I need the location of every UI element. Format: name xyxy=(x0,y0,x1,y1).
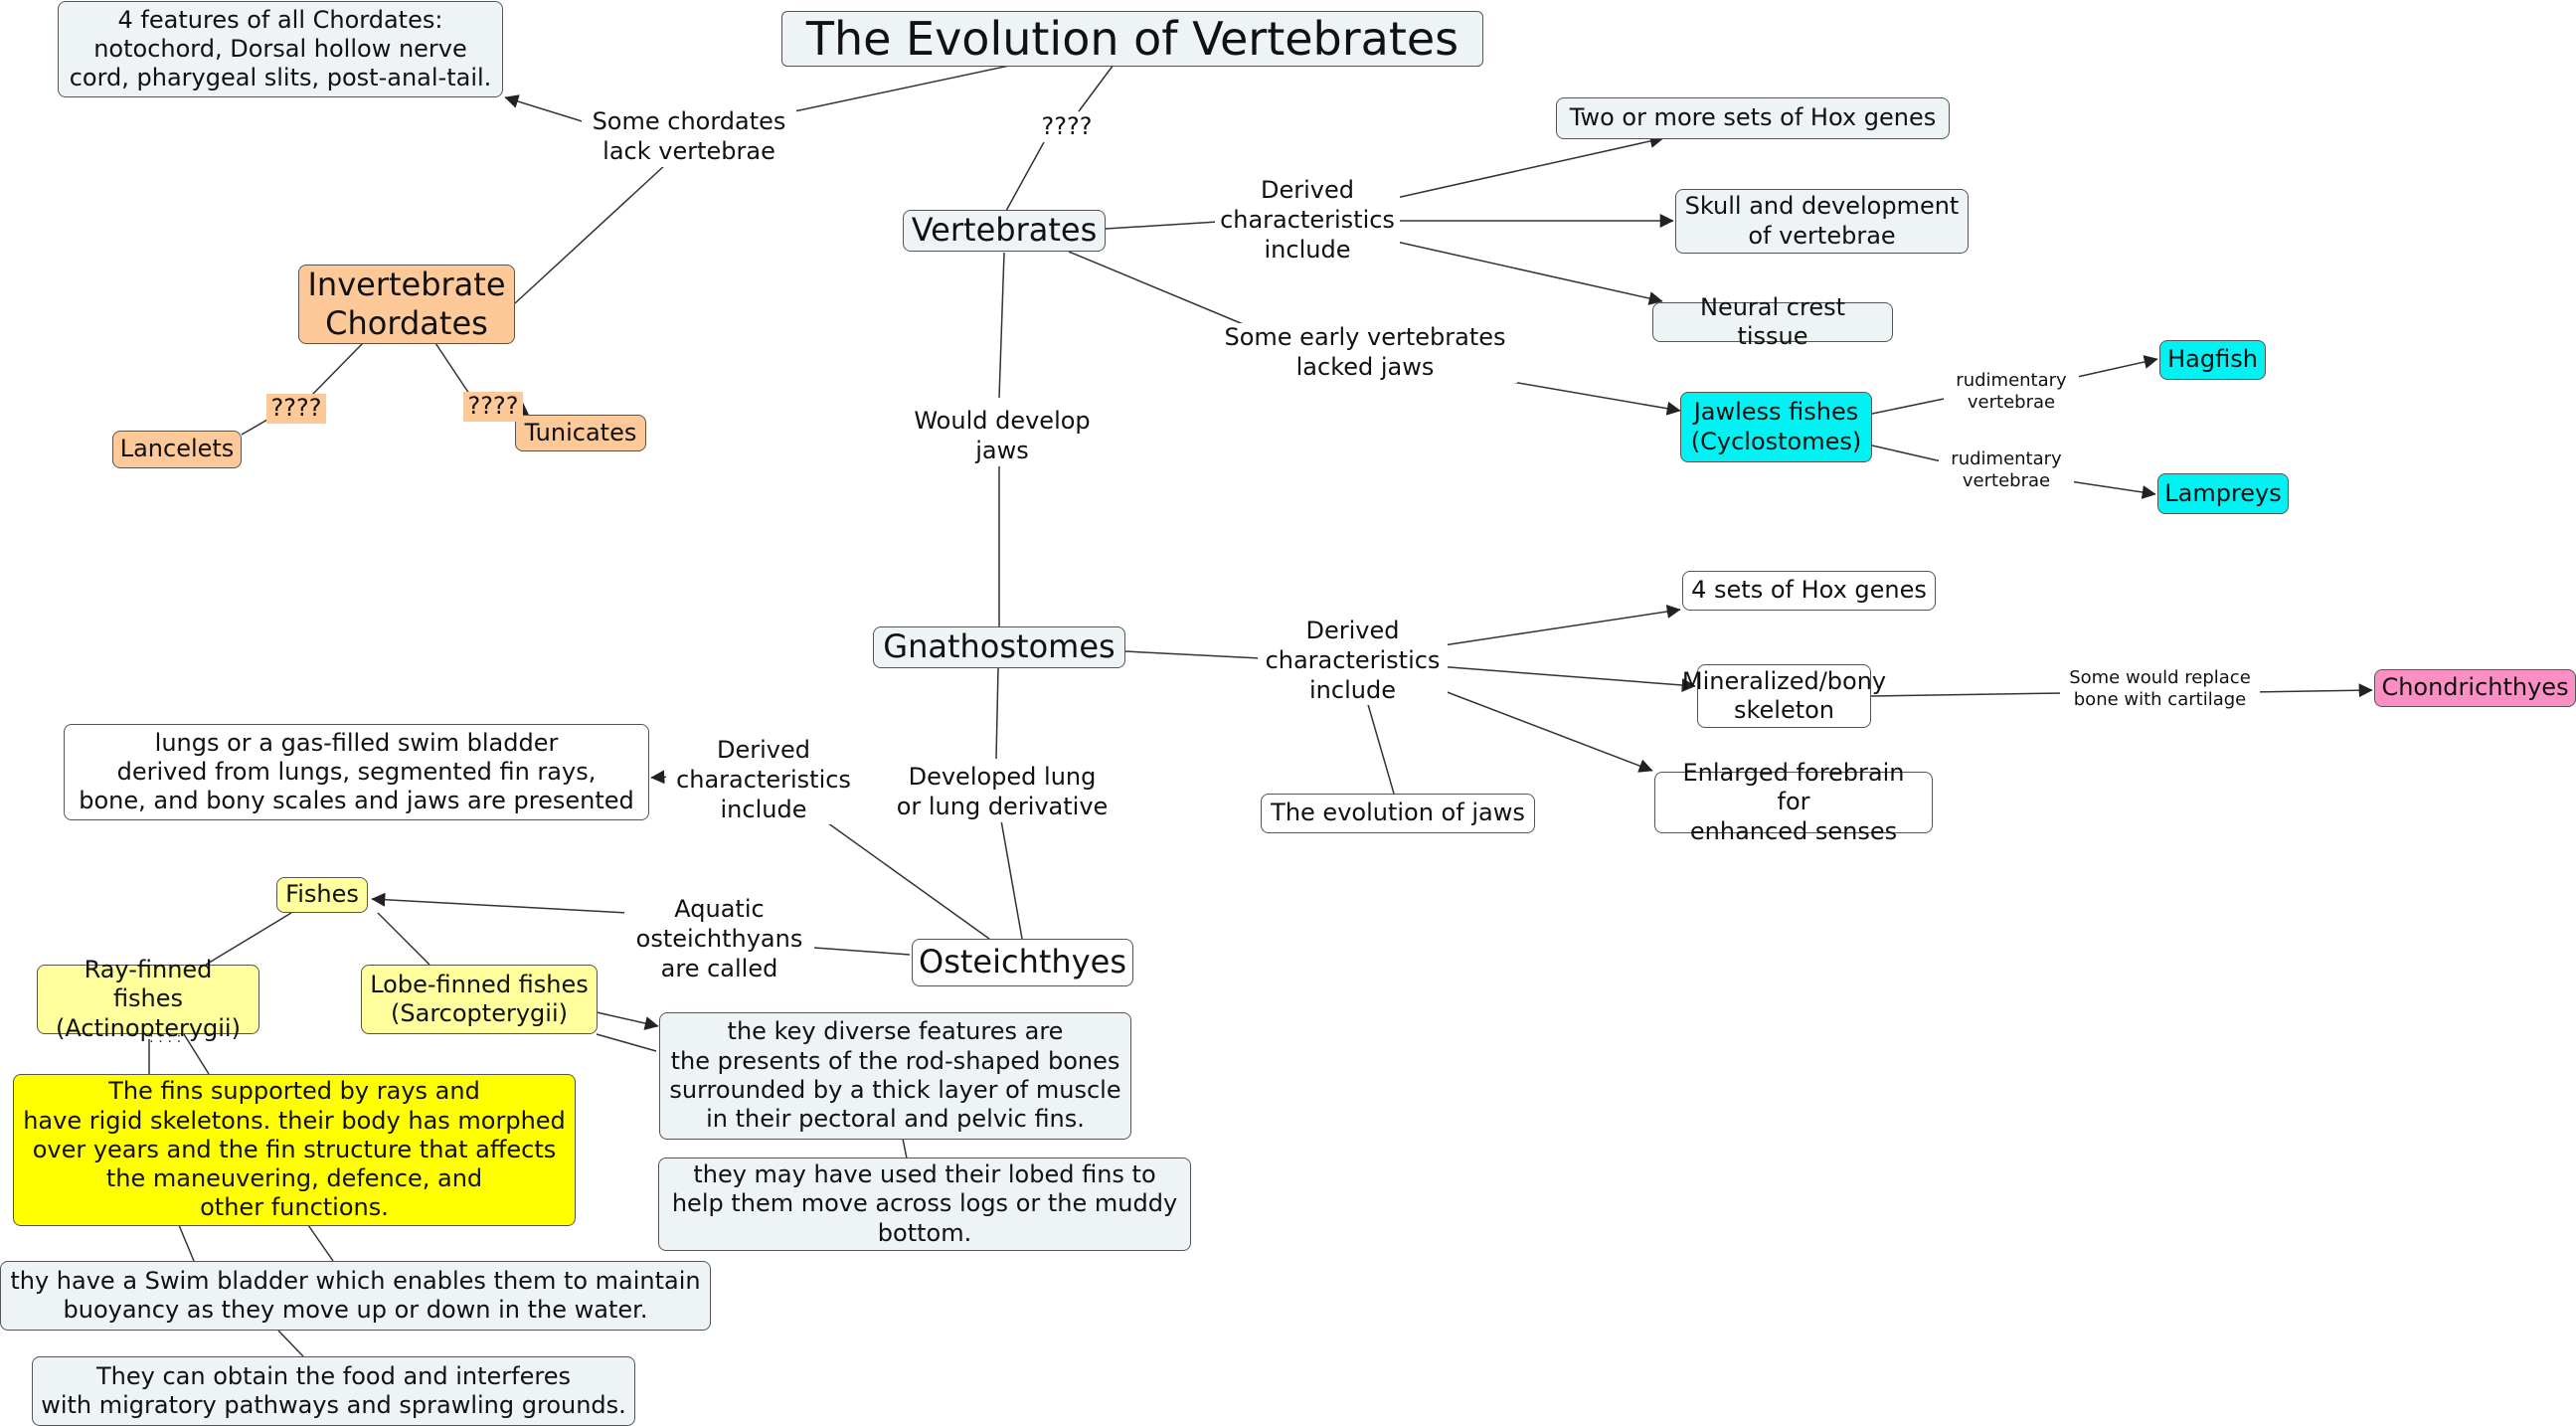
label-rudimentary-lampreys: rudimentary vertebrae xyxy=(1939,448,2074,493)
link-title-q xyxy=(1078,64,1115,112)
link-early-jawless xyxy=(1505,380,1681,416)
link-derived-mineral xyxy=(1436,665,1696,692)
link-vert-early xyxy=(1068,251,1254,329)
label-derived-vertebrates: Derived characteristics include xyxy=(1215,176,1400,266)
link-fishes-ray xyxy=(205,912,292,966)
link-vert-derived xyxy=(1105,221,1219,230)
label-q-top: ???? xyxy=(1034,112,1100,142)
link-ray-fins xyxy=(183,1033,210,1075)
link-mineral-replace xyxy=(1870,692,2064,697)
link-lack-invertebrate xyxy=(514,163,667,304)
label-lack-vertebrae: Some chordates lack vertebrae xyxy=(582,107,796,167)
node-hagfish: Hagfish xyxy=(2159,340,2266,380)
label-q-tunicates: ???? xyxy=(463,392,523,422)
link-q-vertebrates xyxy=(1005,141,1045,212)
link-fins-swim xyxy=(178,1224,195,1262)
node-food-migratory: They can obtain the food and interferes … xyxy=(32,1356,635,1426)
node-key-diverse-features: the key diverse features are the present… xyxy=(659,1012,1131,1140)
connector-dots: : : : : xyxy=(149,1030,181,1046)
link-derived-forebrain xyxy=(1436,687,1653,773)
label-q-lancelets: ???? xyxy=(266,394,326,424)
link-swim-food xyxy=(277,1330,304,1357)
link-jawless-rud2 xyxy=(1871,445,1947,463)
label-early-vertebrates: Some early vertebrates lacked jaws xyxy=(1213,323,1517,383)
node-lampreys: Lampreys xyxy=(2157,473,2289,514)
link-jawless-rud1 xyxy=(1871,397,1950,415)
node-chordate-features: 4 features of all Chordates: notochord, … xyxy=(58,1,503,97)
node-lobe-finned-fishes: Lobe-finned fishes (Sarcopterygii) xyxy=(361,965,598,1034)
node-swim-bladder: thy have a Swim bladder which enables th… xyxy=(0,1261,711,1331)
node-mineralized-skeleton: Mineralized/bony skeleton xyxy=(1682,664,1886,728)
node-tunicates: Tunicates xyxy=(515,415,646,451)
label-aquatic-osteichthyans: Aquatic osteichthyans are called xyxy=(624,895,814,984)
node-lancelets: Lancelets xyxy=(112,431,242,468)
node-lungs-bladder: lungs or a gas-filled swim bladder deriv… xyxy=(64,724,649,820)
link-derived-neural xyxy=(1391,240,1663,305)
node-hox-four-sets: 4 sets of Hox genes xyxy=(1682,571,1936,611)
node-vertebrates: Vertebrates xyxy=(903,210,1106,252)
node-invertebrate-chordates: Invertebrate Chordates xyxy=(298,265,515,344)
link-oste-aquatic xyxy=(799,946,911,956)
node-fishes: Fishes xyxy=(276,877,368,913)
node-lobed-fins-movement: they may have used their lobed fins to h… xyxy=(658,1158,1191,1251)
link-rud2-lampreys xyxy=(2062,479,2156,499)
link-fishes-lobe xyxy=(377,912,430,966)
node-neural-crest: Neural crest tissue xyxy=(1652,293,1893,350)
label-replace-cartilage: Some would replace bone with cartilage xyxy=(2060,667,2260,712)
link-title-lack xyxy=(779,64,1015,115)
label-would-develop-jaws: Would develop jaws xyxy=(900,407,1105,466)
link-derived-hox2 xyxy=(1391,134,1664,200)
link-lobe-key xyxy=(596,1011,659,1030)
link-gnath-derived xyxy=(1124,650,1262,659)
link-rud1-hagfish xyxy=(2072,355,2158,379)
node-skull-vertebrae: Skull and development of vertebrae xyxy=(1675,189,1969,254)
node-hox-two-sets: Two or more sets of Hox genes xyxy=(1556,97,1950,139)
node-osteichthyes: Osteichthyes xyxy=(912,939,1133,986)
link-aquatic-fishes xyxy=(371,892,665,916)
label-derived-osteichthyes: Derived characteristics include xyxy=(666,736,861,825)
link-vert-develop xyxy=(998,252,1005,399)
node-fins-supported-by-rays: The fins supported by rays and have rigi… xyxy=(13,1074,576,1226)
node-gnathostomes: Gnathostomes xyxy=(873,626,1125,668)
link-replace-chond xyxy=(2249,683,2373,698)
link-inv-qlancelets xyxy=(310,342,364,397)
link-oste-derived xyxy=(816,814,990,940)
label-lung-derivative: Developed lung or lung derivative xyxy=(885,763,1119,822)
link-lobe-key2 xyxy=(596,1033,657,1052)
label-derived-gnathostomes: Derived characteristics include xyxy=(1258,617,1448,706)
link-derived-jaws xyxy=(1366,700,1395,795)
link-inv-qtunicates xyxy=(434,342,470,395)
node-jawless-fishes: Jawless fishes (Cyclostomes) xyxy=(1680,392,1872,462)
node-ray-finned-fishes: Ray-finned fishes (Actinopterygii) xyxy=(37,956,259,1042)
diagram-title: The Evolution of Vertebrates xyxy=(781,11,1483,67)
node-enlarged-forebrain: Enlarged forebrain for enhanced senses xyxy=(1654,759,1933,845)
link-lung-oste xyxy=(1000,819,1023,940)
node-chondrichthyes: Chondrichthyes xyxy=(2374,669,2576,707)
label-rudimentary-hagfish: rudimentary vertebrae xyxy=(1944,370,2079,415)
link-key-lobed xyxy=(902,1138,908,1159)
link-gnath-lung xyxy=(995,667,999,760)
link-derived-hox4 xyxy=(1436,605,1681,647)
link-lack-features xyxy=(504,94,593,125)
link-fins-swim2 xyxy=(307,1224,334,1262)
node-evolution-of-jaws: The evolution of jaws xyxy=(1261,794,1535,833)
